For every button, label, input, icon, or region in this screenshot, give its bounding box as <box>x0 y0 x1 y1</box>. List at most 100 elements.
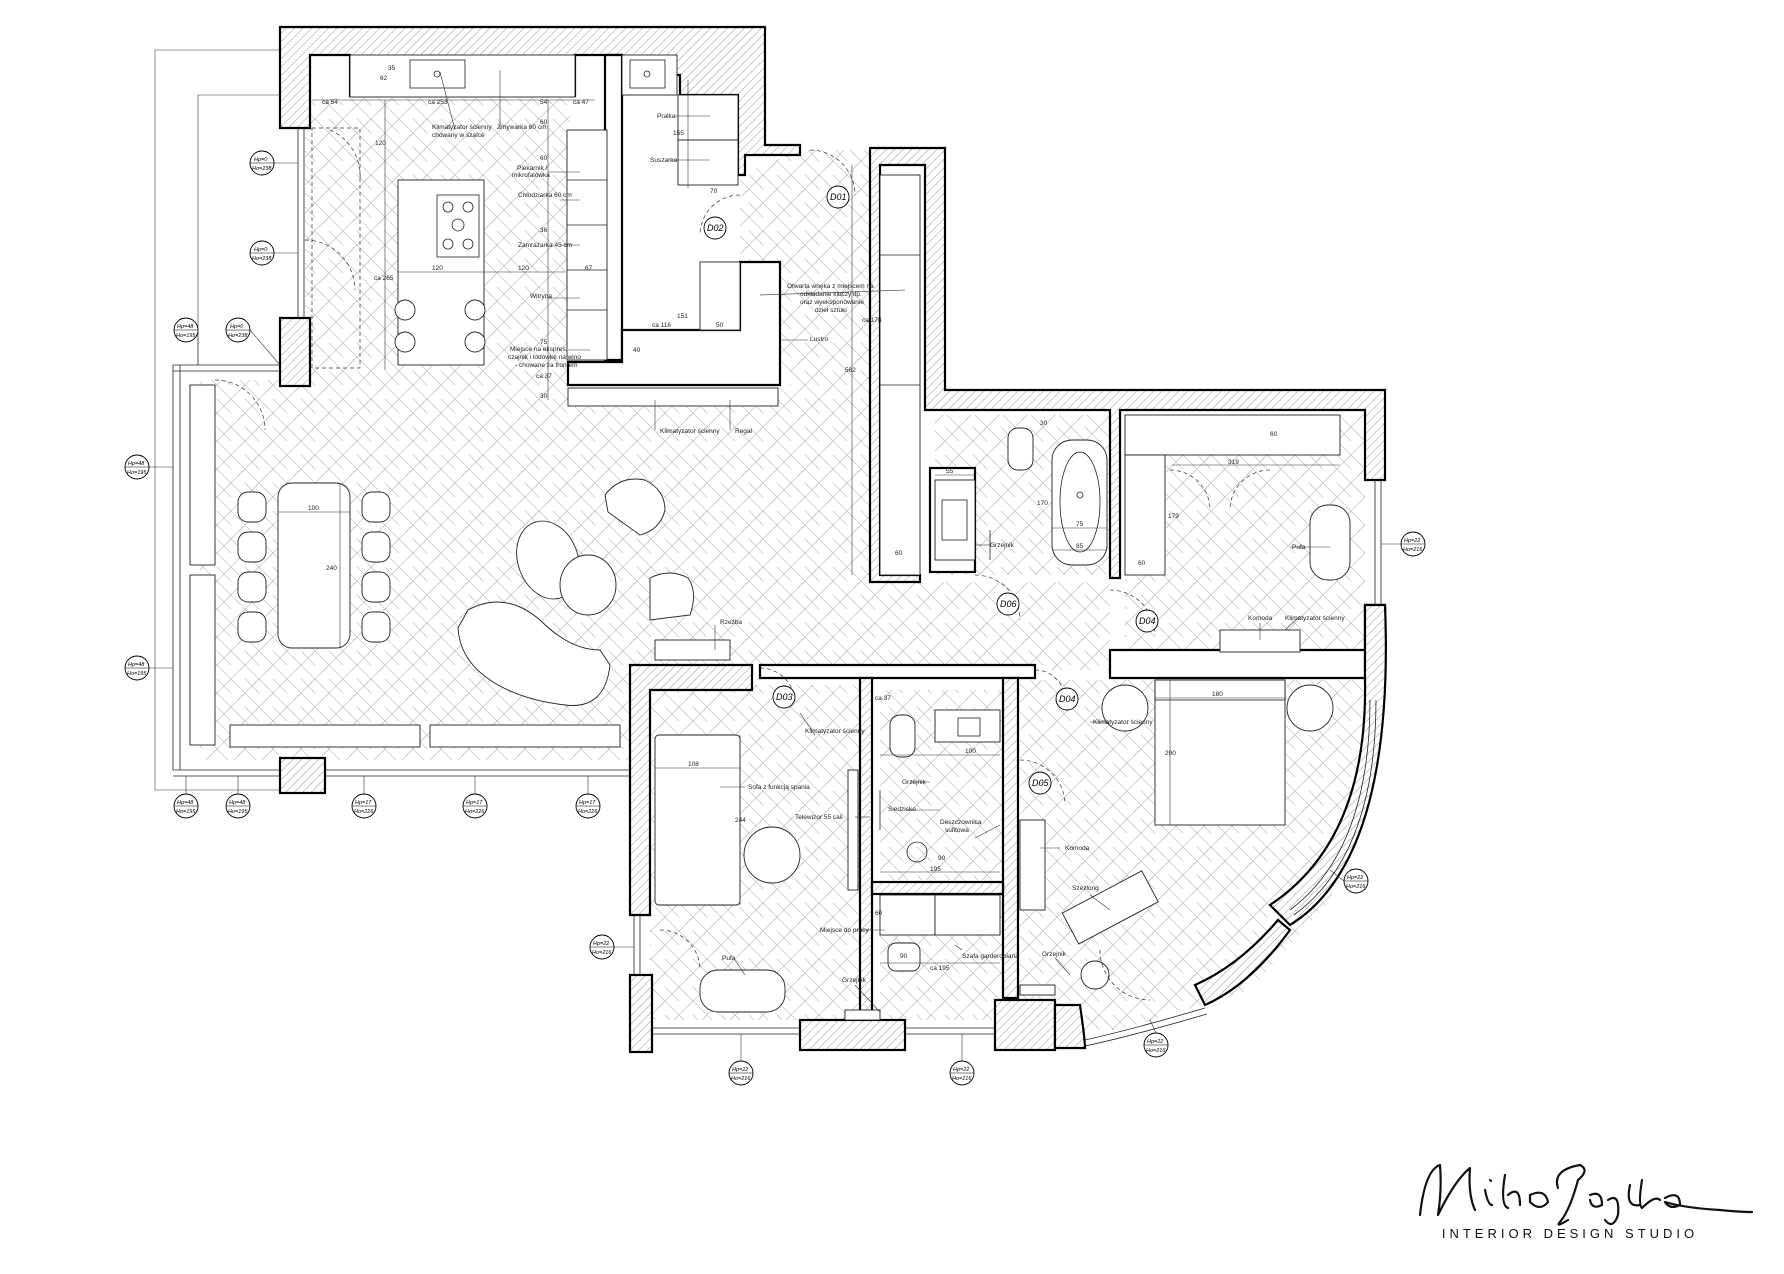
svg-text:D03: D03 <box>776 692 793 702</box>
svg-text:Hp=48: Hp=48 <box>177 800 194 806</box>
armchair-icon <box>604 478 666 536</box>
dim-text: ca 253 <box>428 99 448 106</box>
svg-text:Hp=0: Hp=0 <box>230 324 244 330</box>
label-rain-shower-2: sufitowa <box>945 827 969 834</box>
window-tag: Hp=0Ho=238 <box>225 317 251 343</box>
dim-text: 60 <box>1138 560 1146 567</box>
svg-text:Ho=216: Ho=216 <box>952 1076 972 1082</box>
label-sculpture: Rzeźba <box>720 619 742 626</box>
bar-stool-icon <box>394 299 416 321</box>
dim-text: ca 37 <box>536 373 552 380</box>
studio-logo: INTERIOR DESIGN STUDIO <box>1380 1150 1760 1260</box>
dimension-lines <box>278 80 1340 964</box>
label-dryer: Suszarka <box>650 157 677 164</box>
label-ac-dressing: Klimatyzator ścienny <box>1285 615 1345 622</box>
label-coffee-spot-2: czajnik i lodówkę na wino <box>508 354 581 361</box>
chair-icon <box>361 571 391 603</box>
wall-bath2-right <box>1001 676 1020 1000</box>
label-ac: Klimatyzator ścienny <box>432 124 492 131</box>
chair-icon <box>361 611 391 643</box>
shower-drain-icon <box>906 841 928 863</box>
label-niche-4: dzieł sztuki <box>815 307 847 314</box>
dim-text: 30 <box>540 393 548 400</box>
dim-text: 179 <box>1168 513 1179 520</box>
round-table <box>559 554 617 616</box>
bathroom-2 <box>879 709 1001 863</box>
dim-text: 62 <box>380 75 388 82</box>
dim-text: 195 <box>930 866 941 873</box>
svg-text:Ho=195: Ho=195 <box>228 809 248 815</box>
dim-text: 36 <box>540 227 548 234</box>
leader-lines <box>439 70 1330 1013</box>
dim-text: 120 <box>518 265 529 272</box>
bedroom <box>1019 679 1334 996</box>
door-tag-d06: D06 <box>996 592 1020 616</box>
svg-text:Hp=48: Hp=48 <box>128 662 145 668</box>
label-radiator-bedroom: Grzejnik <box>1042 951 1067 958</box>
wall-corridor-right <box>868 146 1387 584</box>
label-dishwasher: Zmywarka 60 cm <box>497 124 546 131</box>
label-coffee-spot: Miejsce na ekspres, <box>510 346 568 353</box>
kitchen-sink <box>409 59 466 89</box>
coffee-table-icon <box>743 826 801 884</box>
door-tag-d01: D01 <box>826 185 850 209</box>
signature-logo <box>1418 1163 1754 1226</box>
svg-text:Ho=226: Ho=226 <box>354 809 374 815</box>
svg-text:Ho=195: Ho=195 <box>127 470 147 476</box>
wardrobe-top <box>1124 414 1341 456</box>
svg-text:Ho=216: Ho=216 <box>592 950 612 956</box>
svg-text:D04: D04 <box>1139 616 1156 626</box>
svg-text:Ho=216: Ho=216 <box>731 1076 751 1082</box>
dim-text: 70 <box>710 188 718 195</box>
dim-text: 90 <box>938 855 946 862</box>
dim-text: 120 <box>432 265 443 272</box>
svg-text:D02: D02 <box>707 223 724 233</box>
dim-text: 100 <box>965 748 976 755</box>
svg-text:Ho=216: Ho=216 <box>1346 884 1366 890</box>
burner-icon <box>442 201 454 213</box>
dim-text: 60 <box>895 550 903 557</box>
dim-text: ca 178 <box>862 317 882 324</box>
wall-bottom-c <box>993 998 1057 1052</box>
floor-areas <box>200 98 1365 1030</box>
bench <box>229 724 421 748</box>
bathroom-1 <box>934 427 1108 566</box>
label-radiator-office: Grzejnik <box>842 977 867 984</box>
door-tags: D01 D02 D03 D04 D04 D05 D06 <box>703 185 1159 795</box>
windows <box>172 128 1382 1047</box>
svg-text:Ho=195: Ho=195 <box>176 809 196 815</box>
svg-text:Hp=22: Hp=22 <box>1147 1039 1163 1045</box>
lounge <box>457 478 731 706</box>
label-dresser-bedroom: Komoda <box>1065 845 1090 852</box>
svg-text:D01: D01 <box>830 192 847 202</box>
label-oven-sub: mikrofalówka <box>512 172 550 179</box>
dining-chairs <box>237 491 391 643</box>
sculpture-pedestal <box>654 639 731 661</box>
dressing-floor <box>1125 415 1365 665</box>
svg-text:Hp=22: Hp=22 <box>953 1067 969 1073</box>
bed-icon <box>1154 679 1286 826</box>
dim-text: 60 <box>540 155 548 162</box>
svg-text:Ho=195: Ho=195 <box>127 671 147 677</box>
chair-icon <box>361 531 391 563</box>
svg-text:Hp=48: Hp=48 <box>177 324 194 330</box>
dim-text: 67 <box>585 265 593 272</box>
dim-text: 50 <box>716 322 724 329</box>
label-pouf-office: Pufa <box>722 955 736 962</box>
chaise-icon <box>1061 870 1159 945</box>
dresser-icon <box>1019 819 1046 911</box>
dim-text: 319 <box>1228 459 1239 466</box>
pouf-icon <box>699 969 786 1013</box>
dim-text: ca 47 <box>573 99 589 106</box>
wall-laundry-left <box>603 53 624 362</box>
svg-text:Ho=216: Ho=216 <box>1403 547 1423 553</box>
door-swings <box>214 129 1271 1001</box>
